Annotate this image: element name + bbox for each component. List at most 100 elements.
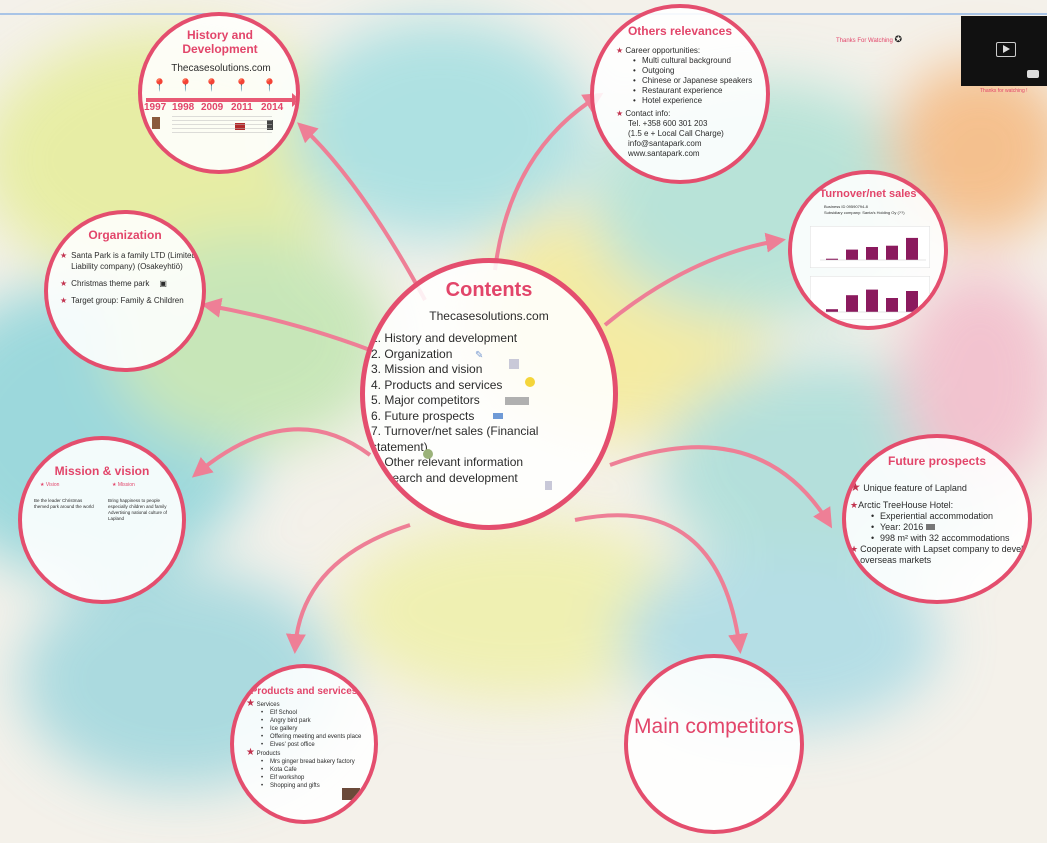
list-item: Elf School xyxy=(261,709,374,717)
contents-item[interactable]: 8. Other relevant information xyxy=(371,455,524,469)
chart-bar xyxy=(906,291,918,312)
turnover-subsidiary: Subsidiary company: Santa's Holding Oy (… xyxy=(824,210,905,215)
chart-bar xyxy=(906,237,918,260)
future-circle[interactable]: Future prospects ★ Unique feature of Lap… xyxy=(842,434,1032,604)
future-item: ★ Unique feature of Lapland xyxy=(850,480,1028,494)
year-label: 2014 xyxy=(261,102,284,113)
contents-item[interactable]: 3. Mission and vision xyxy=(371,362,483,376)
year-label: 1997 xyxy=(144,102,167,113)
list-item: Chinese or Japanese speakers xyxy=(633,76,766,86)
contents-item[interactable]: 4. Products and services xyxy=(371,377,503,392)
contents-item[interactable]: 6. Future prospects xyxy=(371,408,475,423)
list-item: Angry bird park xyxy=(261,717,374,725)
products-label: ★ Products xyxy=(246,748,374,758)
year-label: 1998 xyxy=(172,102,195,113)
thanks-label: Thanks For Watching xyxy=(836,38,893,44)
list-item: Experiential accommodation xyxy=(871,511,1028,522)
contact-lines: Tel. +358 600 301 203 (1.5 e + Local Cal… xyxy=(616,119,766,159)
buildings-icon xyxy=(505,397,529,405)
future-title: Future prospects xyxy=(887,454,986,468)
hotel-details: Experiential accommodation Year: 2016 99… xyxy=(850,511,1028,544)
thanks-for-watching: Thanks For Watching ✪ xyxy=(836,34,902,45)
contents-item[interactable]: 7. Turnover/net sales (Financial stateme… xyxy=(371,424,539,454)
career-label-text: Career opportunities: xyxy=(625,46,701,55)
top-guide-line xyxy=(0,13,1047,15)
list-item: Offering meeting and events place xyxy=(261,733,374,741)
star-icon: ★ xyxy=(60,251,68,260)
contact-line[interactable]: www.santapark.com xyxy=(628,149,700,158)
list-item: Elves' post office xyxy=(261,741,374,749)
services-label: ★ Services xyxy=(246,699,374,709)
contents-item[interactable]: 1. History and development xyxy=(371,331,518,345)
services-list: Elf School Angry bird park Ice gallery O… xyxy=(246,709,374,749)
products-circle[interactable]: Products and services ★ Services Elf Sch… xyxy=(230,664,378,824)
chart-bar xyxy=(846,249,858,260)
mission-list: Bring happiness to people especially chi… xyxy=(108,498,174,522)
services-label-text: Services xyxy=(256,702,280,708)
org-item: ★Target group: Family & Children xyxy=(60,295,200,306)
document-icon xyxy=(545,481,552,490)
turnover-circle[interactable]: Turnover/net sales Business ID 09590794-… xyxy=(788,170,948,330)
mission-label-text: Mission xyxy=(117,482,135,488)
contents-list: 1. History and development 2. Organizati… xyxy=(371,331,559,486)
star-icon: ★ xyxy=(60,296,68,305)
list-item: Elf workshop xyxy=(261,774,374,782)
year-label: 2009 xyxy=(201,102,224,113)
mission-label: ★ Mission xyxy=(112,482,135,488)
year-label: 2011 xyxy=(231,102,253,113)
contact-line[interactable]: info@santapark.com xyxy=(628,139,702,148)
org-item-text: Target group: Family & Children xyxy=(71,296,184,305)
chart-bar xyxy=(826,258,838,260)
chart-bar xyxy=(886,298,898,312)
image-icon xyxy=(925,524,935,530)
career-list: Multi cultural background Outgoing Chine… xyxy=(616,56,766,106)
chart-icon xyxy=(493,413,503,419)
contents-item[interactable]: 5. Major competitors xyxy=(371,393,480,407)
contact-label: ★ Contact info: xyxy=(616,109,766,119)
smiley-icon xyxy=(525,377,535,387)
future-item-text: Unique feature of Lapland xyxy=(863,483,967,493)
product-image xyxy=(342,788,360,800)
products-label-text: Products xyxy=(256,751,281,757)
history-circle[interactable]: History and Development Thecasesolutions… xyxy=(138,12,300,174)
others-content: ★ Career opportunities: Multi cultural b… xyxy=(616,46,766,159)
star-icon: ★ xyxy=(112,482,117,488)
play-button[interactable] xyxy=(996,42,1016,57)
contents-item[interactable]: 2. Organization xyxy=(371,346,453,361)
list-item: Shopping and gifts xyxy=(261,782,374,790)
mission-item: Bring happiness to people especially chi… xyxy=(108,498,167,509)
pin-icon: 📍 xyxy=(152,78,167,92)
star-icon: ★ xyxy=(40,482,45,488)
contents-circle[interactable]: Contents Thecasesolutions.com 1. History… xyxy=(360,258,618,530)
star-icon: ★ xyxy=(616,46,624,55)
organization-circle[interactable]: Organization ★Santa Park is a family LTD… xyxy=(44,210,206,372)
turnover-business-id: Business ID 09590794-8 xyxy=(824,204,868,209)
contents-item[interactable]: Research and development xyxy=(371,470,518,485)
video-thumbnail[interactable] xyxy=(961,16,1047,86)
pin-icon: 📍 xyxy=(178,78,193,92)
future-item: ★Arctic TreeHouse Hotel: xyxy=(850,500,1028,511)
star-icon: ✪ xyxy=(894,34,903,44)
ribbon-icon: ✎ xyxy=(475,350,484,361)
pin-icon: 📍 xyxy=(204,78,219,92)
future-item-text: Arctic TreeHouse Hotel: xyxy=(858,500,954,510)
competitors-circle[interactable]: Main competitors xyxy=(624,654,804,834)
others-circle[interactable]: Others relevances ★ Career opportunities… xyxy=(590,4,770,184)
chart-bar xyxy=(846,295,858,312)
chart-bar xyxy=(866,247,878,260)
list-item: Outgoing xyxy=(633,66,766,76)
star-icon: ★ xyxy=(850,480,861,494)
vision-label: ★ Vision xyxy=(40,482,59,488)
contact-line: (1.5 e + Local Call Charge) xyxy=(628,129,724,138)
pin-icon: 📍 xyxy=(262,78,277,92)
org-item: ★Christmas theme park▣ xyxy=(60,278,200,289)
future-item-text: Cooperate with Lapset company to develop… xyxy=(860,544,1032,565)
contents-source: Thecasesolutions.com xyxy=(429,309,549,323)
contact-line: Tel. +358 600 301 203 xyxy=(628,119,708,128)
mission-circle[interactable]: Mission & vision ★ Vision ★ Mission Be t… xyxy=(18,436,186,604)
products-list: ★ Services Elf School Angry bird park Ic… xyxy=(246,699,374,791)
building-icon: ▣ xyxy=(159,279,167,288)
others-title: Others relevances xyxy=(627,24,733,38)
timeline-pins: 📍 📍 📍 📍 📍 xyxy=(148,78,288,98)
